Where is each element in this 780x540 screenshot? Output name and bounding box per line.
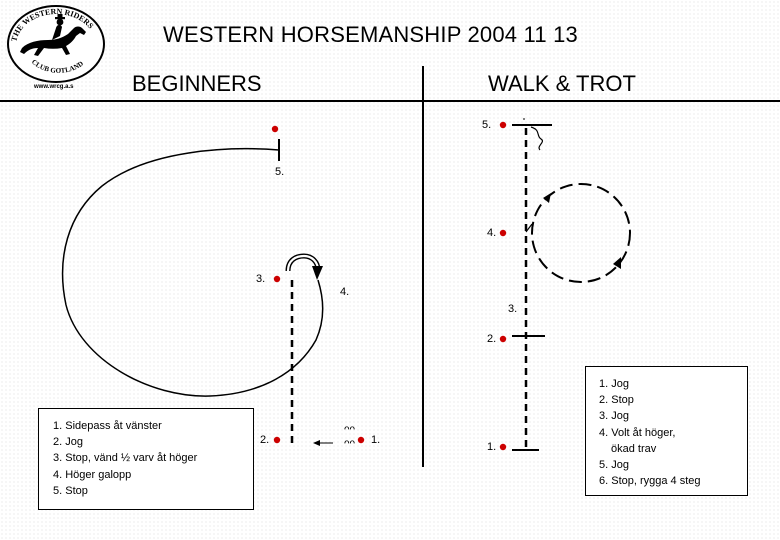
marker-5: 5.: [275, 166, 285, 178]
volt-arrow-top: [543, 193, 551, 203]
marker-4: 4.: [340, 286, 350, 298]
marker-r1: 1.: [487, 441, 497, 453]
legend-item: 2. Jog: [53, 436, 83, 449]
legend-item: 3. Jog: [599, 410, 629, 423]
beginners-legend: 1. Sidepass åt vänster 2. Jog 3. Stop, v…: [38, 408, 254, 510]
legend-item: ökad trav: [611, 442, 657, 455]
hoof-prints-icon: ᴖᴖ: [344, 438, 356, 449]
hoof-prints-icon: ᴖᴖ: [344, 424, 356, 435]
cone-r2: [499, 335, 507, 343]
marker-r4: 4.: [487, 227, 497, 239]
legend-item: 3. Stop, vänd ½ varv åt höger: [53, 452, 198, 465]
marker-r2: 2.: [487, 333, 497, 345]
logo-url: www.wrcg.a.s: [33, 84, 74, 90]
cone-r1: [499, 443, 507, 451]
walk-trot-legend: 1. Jog 2. Stop 3. Jog 4. Volt åt höger, …: [585, 366, 748, 496]
lope-path: [61, 148, 324, 397]
club-logo: THE WESTERN RIDERS CLUB GOTLAND www.wrcg…: [7, 5, 105, 90]
backup-mark: [530, 126, 543, 151]
volt-circle: [531, 183, 631, 283]
legend-item: 1. Jog: [599, 378, 629, 390]
cone-5: [271, 125, 279, 133]
legend-item: 5. Stop: [53, 484, 88, 497]
marker-1: 1.: [371, 434, 381, 446]
cone-1: [357, 436, 365, 444]
horse-rider-icon: [20, 14, 86, 56]
section-heading-walk-trot: WALK & TROT: [488, 71, 636, 96]
page-title: WESTERN HORSEMANSHIP 2004 11 13: [163, 22, 578, 47]
legend-item: 4. Höger galopp: [53, 468, 132, 481]
legend-item: 1. Sidepass åt vänster: [53, 420, 162, 432]
turn-arrowhead: [312, 266, 323, 280]
marker-r3: 3.: [508, 303, 518, 315]
volt-arrow-bottom: [613, 257, 621, 269]
right-cones: [499, 121, 507, 451]
marker-2: 2.: [260, 434, 270, 446]
marker-r5: 5.: [482, 119, 492, 131]
legend-item: 4. Volt åt höger,: [599, 426, 676, 439]
left-cones: [271, 125, 365, 444]
marker-3: 3.: [256, 273, 266, 285]
cone-r4: [499, 229, 507, 237]
legend-item: 6. Stop, rygga 4 steg: [599, 475, 701, 488]
legend-item: 5. Jog: [599, 459, 629, 472]
cone-2: [273, 436, 281, 444]
section-heading-beginners: BEGINNERS: [132, 71, 262, 96]
legend-item: 2. Stop: [599, 394, 634, 407]
cone-r5: [499, 121, 507, 129]
cone-3: [273, 275, 281, 283]
